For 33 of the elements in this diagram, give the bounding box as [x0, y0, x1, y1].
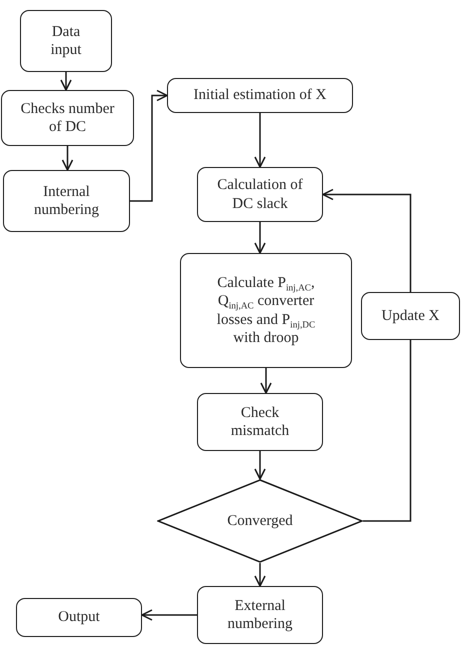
arrow [254, 563, 266, 587]
arrow [62, 146, 74, 171]
process-box [1, 90, 134, 146]
process-box [20, 10, 112, 72]
arrow [254, 113, 266, 168]
process-box [180, 253, 352, 368]
box-label: Calculate P$_{inj,AC}$, Q$_{inj,AC}$ converter losses and P$_{inj,DC}$ with droop [216, 274, 316, 348]
process-box [3, 170, 130, 232]
process-box [197, 586, 323, 644]
arrow [322, 188, 412, 292]
process-box [197, 167, 323, 222]
arrow [260, 368, 272, 394]
process-box [16, 598, 142, 637]
arrow [254, 451, 266, 480]
box-label: Internal numbering [33, 182, 100, 220]
arrow [60, 72, 72, 91]
arrow [130, 90, 168, 202]
box-label: Data input [50, 22, 82, 60]
box-label: External numbering [226, 596, 294, 634]
arrow [141, 609, 197, 621]
arrow [254, 222, 266, 254]
decision-diamond [157, 479, 363, 563]
box-label: Checks number of DC [20, 100, 116, 136]
box-label: Update X [382, 306, 440, 326]
box-label: Check mismatch [230, 404, 290, 440]
box-label: Initial estimation of X [194, 86, 326, 105]
process-box [197, 393, 323, 451]
connector-line [363, 340, 412, 522]
process-box [361, 292, 460, 340]
process-box [167, 78, 353, 113]
box-label: Calculation of DC slack [216, 176, 304, 213]
box-label: Output [58, 608, 100, 627]
box-label: Converged [227, 512, 293, 530]
